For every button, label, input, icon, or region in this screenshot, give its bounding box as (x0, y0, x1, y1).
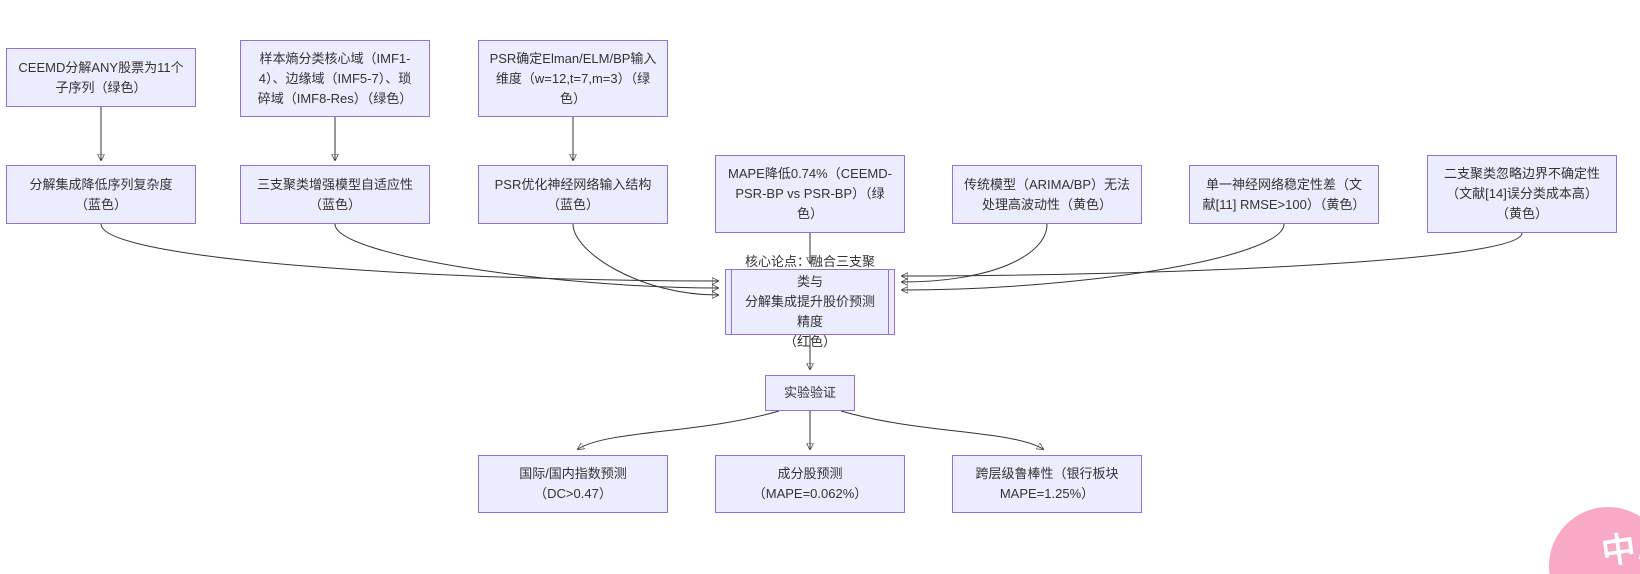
node-single-nn-instability: 单一神经网络稳定性差（文 献[11] RMSE>100）（黄色） (1189, 165, 1379, 224)
node-traditional-model-limits: 传统模型（ARIMA/BP）无法 处理高波动性（黄色） (952, 165, 1142, 224)
node-experiment-validation: 实验验证 (765, 375, 855, 411)
subroutine-bar-right (888, 270, 889, 334)
node-psr-input-dimension: PSR确定Elman/ELM/BP输入 维度（w=12,t=7,m=3）（绿 色… (478, 40, 668, 117)
node-constituent-stock-prediction: 成分股预测 （MAPE=0.062%） (715, 455, 905, 513)
node-decomposition-reduces-complexity: 分解集成降低序列复杂度 （蓝色） (6, 165, 196, 224)
edge-d5-e (902, 223, 1048, 282)
node-cross-level-robustness: 跨层级鲁棒性（银行板块 MAPE=1.25%） (952, 455, 1142, 513)
edge-d3-e (572, 223, 718, 295)
node-index-prediction: 国际/国内指数预测 （DC>0.47） (478, 455, 668, 513)
node-sample-entropy-domains: 样本熵分类核心域（IMF1- 4）、边缘域（IMF5-7）、琐 碎域（IMF8-… (240, 40, 430, 117)
node-three-way-clustering-adaptivity: 三支聚类增强模型自适应性 （蓝色） (240, 165, 430, 224)
core-thesis-label: 核心论点：融合三支聚类与 分解集成提升股价预测精度 （红色） (744, 254, 875, 349)
edge-f-g3 (840, 410, 1043, 449)
edge-f-g1 (578, 410, 780, 449)
node-core-thesis: 核心论点：融合三支聚类与 分解集成提升股价预测精度 （红色） (725, 254, 895, 349)
edge-d7-e (902, 232, 1523, 276)
translate-icon: 中A (1599, 525, 1640, 572)
edge-d1-e (100, 223, 718, 281)
edge-d6-e (902, 223, 1285, 290)
node-ceemd-decomposition: CEEMD分解ANY股票为11个 子序列（绿色） (6, 48, 196, 107)
node-psr-optimizes-input-structure: PSR优化神经网络输入结构 （蓝色） (478, 165, 668, 224)
edge-d2-e (334, 223, 718, 288)
node-mape-reduction: MAPE降低0.74%（CEEMD- PSR-BP vs PSR-BP）（绿 色… (715, 155, 905, 233)
subroutine-bar-left (731, 270, 732, 334)
translate-badge-button[interactable]: 中A (1549, 507, 1640, 574)
node-two-way-clustering-limits: 二支聚类忽略边界不确定性 （文献[14]误分类成本高） （黄色） (1427, 155, 1617, 233)
